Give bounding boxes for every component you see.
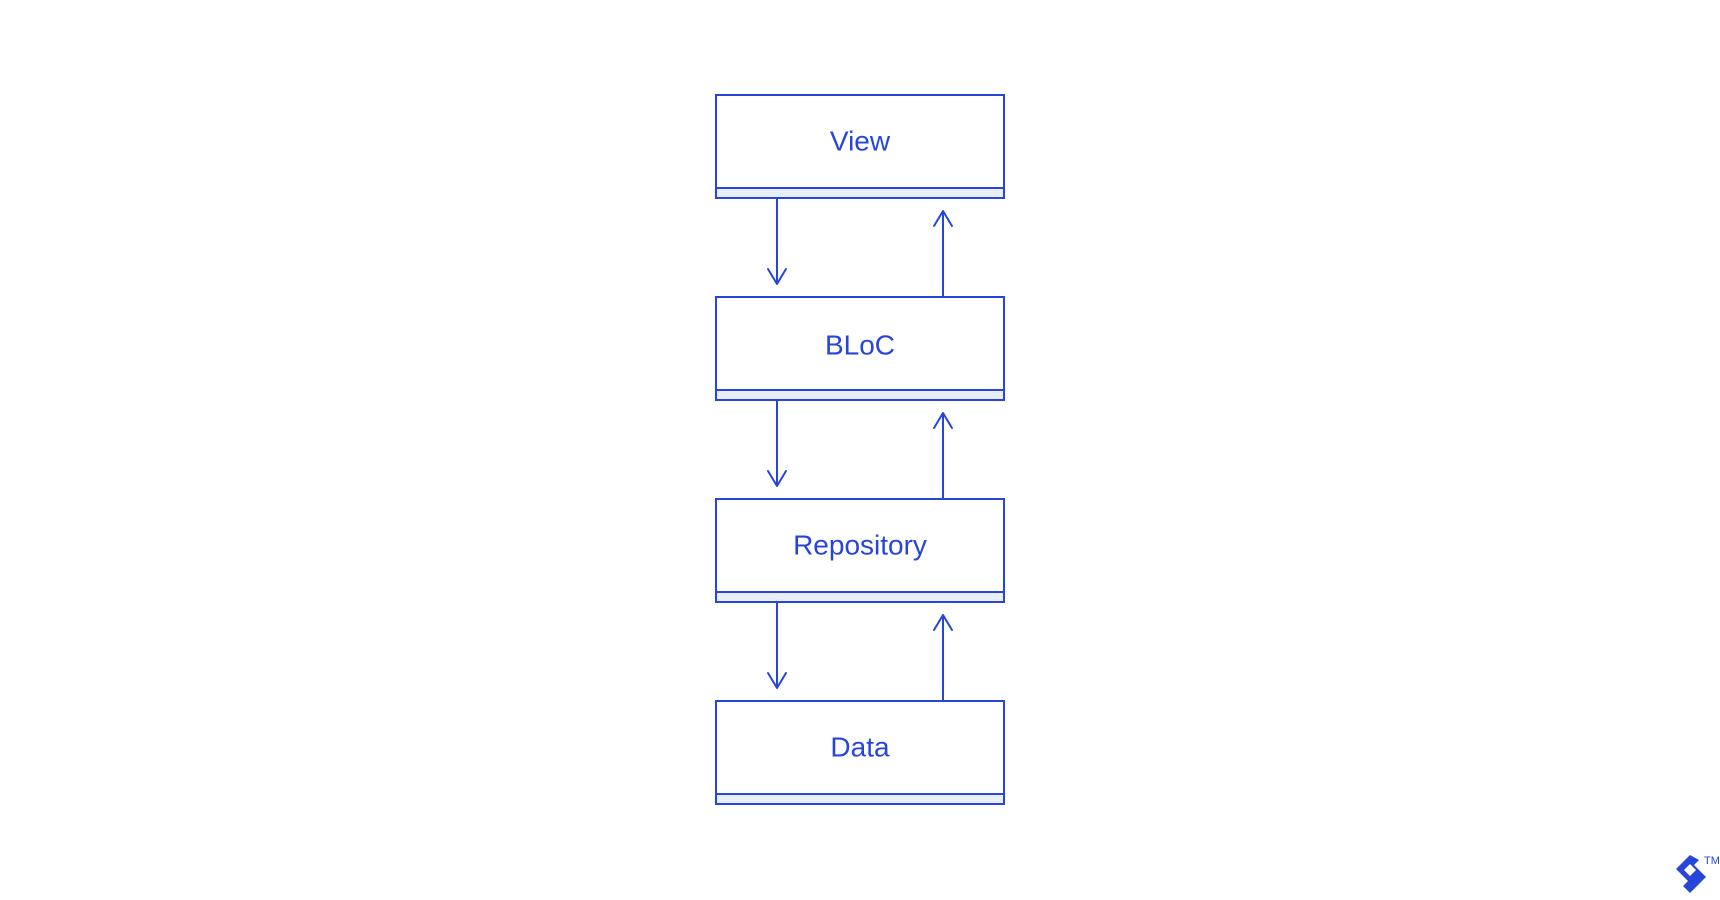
node-bloc-footer: [715, 389, 1005, 401]
node-repository: Repository: [715, 498, 1005, 603]
node-view-label: View: [830, 125, 891, 156]
edge-repository-to-data: [767, 602, 787, 689]
trademark-label: TM: [1704, 855, 1720, 867]
logo-mark: [1676, 855, 1706, 893]
node-bloc-box: [715, 296, 1005, 401]
arrow-up-icon: [933, 614, 953, 631]
node-view-box: [715, 94, 1005, 199]
node-view: View: [715, 94, 1005, 199]
edge-bloc-to-view: [933, 210, 953, 297]
arrow-up-icon: [933, 412, 953, 429]
edge-data-to-repository: [933, 614, 953, 701]
edge-view-to-bloc: [767, 198, 787, 285]
node-data-footer: [715, 793, 1005, 805]
node-repository-box: [715, 498, 1005, 603]
node-data-box: [715, 700, 1005, 805]
node-bloc-label: BLoC: [825, 329, 895, 360]
arrow-up-icon: [933, 210, 953, 227]
arrow-down-icon: [767, 672, 787, 689]
node-data: Data: [715, 700, 1005, 805]
node-repository-footer: [715, 591, 1005, 603]
node-view-footer: [715, 187, 1005, 199]
node-repository-label: Repository: [793, 529, 927, 560]
arrow-down-icon: [767, 268, 787, 285]
node-data-label: Data: [830, 731, 890, 762]
node-bloc: BLoC: [715, 296, 1005, 401]
edge-bloc-to-repository: [767, 400, 787, 487]
arrow-down-icon: [767, 470, 787, 487]
edge-repository-to-bloc: [933, 412, 953, 499]
toptal-logo-icon: TM: [1676, 855, 1720, 893]
